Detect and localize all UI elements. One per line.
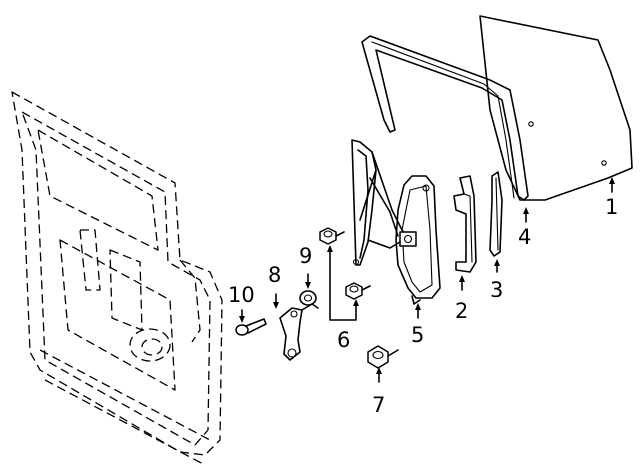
- leader-3: [494, 259, 500, 273]
- regulator-link: [273, 293, 319, 361]
- leader-2: [459, 275, 465, 291]
- callout-7: 7: [372, 393, 385, 417]
- nut-lower: [345, 282, 371, 300]
- window-regulator: [351, 139, 441, 305]
- callout-2: 2: [455, 299, 468, 323]
- leader-5: [415, 303, 421, 319]
- callout-6-bracket: [327, 245, 359, 321]
- callout-10: 10: [228, 283, 255, 307]
- bolt: [367, 345, 399, 383]
- door-glass: [479, 15, 633, 201]
- washer: [299, 273, 317, 306]
- leader-1: [609, 177, 615, 193]
- leader-4: [523, 207, 529, 223]
- nut-upper: [319, 227, 345, 245]
- glass-strip: [489, 171, 503, 257]
- callout-9: 9: [299, 244, 312, 268]
- callout-4: 4: [518, 225, 531, 249]
- callout-5: 5: [411, 323, 424, 347]
- door-shell: [11, 91, 223, 466]
- glass-bracket: [453, 175, 477, 273]
- pin: [235, 309, 267, 336]
- glass-run-channel: [361, 35, 529, 201]
- callout-3: 3: [490, 278, 503, 302]
- callout-6: 6: [337, 328, 350, 352]
- callout-8: 8: [268, 263, 281, 287]
- callout-1: 1: [605, 195, 618, 219]
